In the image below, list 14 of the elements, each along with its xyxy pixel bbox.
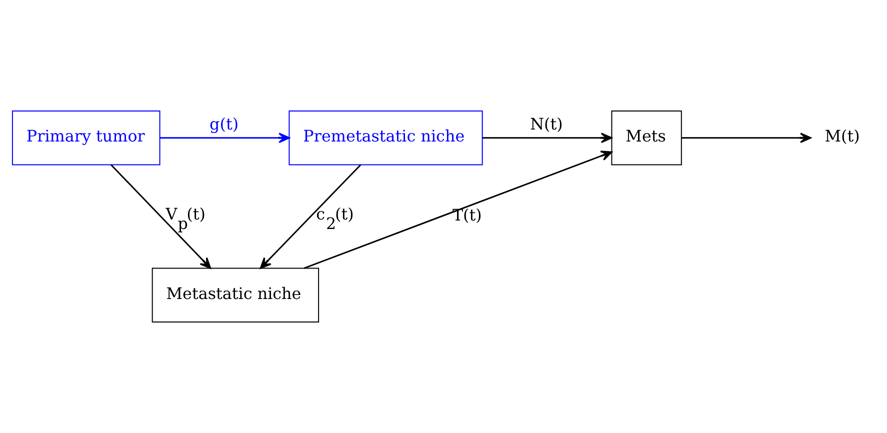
arrow xyxy=(160,132,290,144)
node-text: M(t) xyxy=(824,126,860,146)
arrow xyxy=(482,132,612,144)
arrow xyxy=(304,150,612,269)
arrow xyxy=(260,164,362,269)
node-box: Metastatic niche xyxy=(152,268,320,323)
arrow xyxy=(110,164,212,269)
edge-label: T(t) xyxy=(452,205,482,224)
node-box: Mets xyxy=(611,110,682,166)
edge-label: g(t) xyxy=(210,114,239,134)
node-box: Primary tumor xyxy=(12,110,160,166)
arrow xyxy=(681,132,812,144)
node-box: Premetastatic niche xyxy=(288,110,483,166)
edge-label: N(t) xyxy=(530,114,563,134)
